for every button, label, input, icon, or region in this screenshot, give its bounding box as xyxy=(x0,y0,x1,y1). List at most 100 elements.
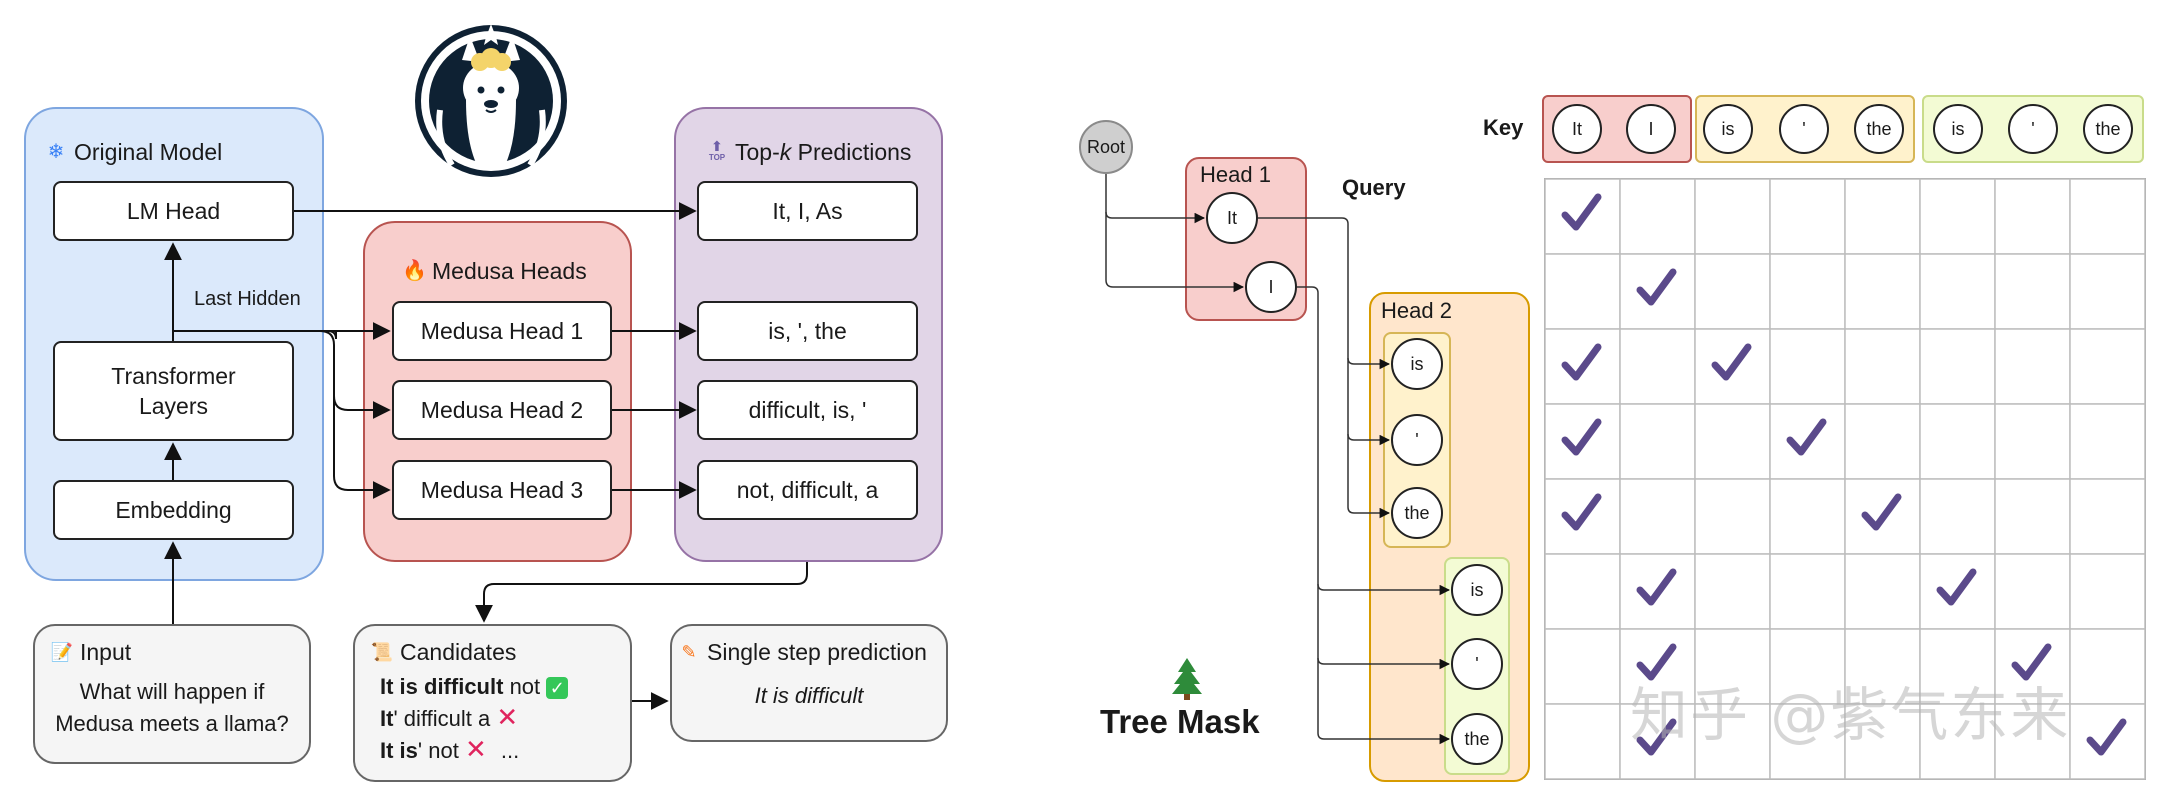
mask-cell-r3-c5 xyxy=(1844,328,1921,405)
mask-cell-r2-c7 xyxy=(1994,253,2071,330)
mask-cell-r6-c5 xyxy=(1844,553,1921,630)
check-icon xyxy=(1636,268,1677,306)
memo-icon: 📝 xyxy=(50,642,74,662)
mask-cell-r1-c4 xyxy=(1769,178,1846,255)
mask-cell-r2-c1 xyxy=(1544,253,1621,330)
mask-cell-r3-c2 xyxy=(1619,328,1696,405)
tree-mask-label: Tree Mask xyxy=(1100,703,1260,740)
mask-cell-r5-c5 xyxy=(1844,478,1921,555)
check-icon xyxy=(1561,193,1602,231)
check-icon xyxy=(1636,568,1677,606)
medusa-head-2-box: Medusa Head 2 xyxy=(392,380,612,440)
mask-cell-r5-c7 xyxy=(1994,478,2071,555)
check-icon xyxy=(1561,343,1602,381)
arrow-topk-to-candidates xyxy=(475,562,808,623)
head2-title: Head 2 xyxy=(1381,298,1452,323)
medusa-head-2-label: Medusa Head 2 xyxy=(420,397,584,423)
check-icon: ✓ xyxy=(546,677,569,700)
mask-cell-r1-c1 xyxy=(1544,178,1621,255)
head2-node-the-1: the xyxy=(1391,487,1443,539)
lm-head-label: LM Head xyxy=(126,198,221,224)
head2-node-is-1: is xyxy=(1391,338,1443,390)
root-label: Root xyxy=(1086,136,1126,157)
candidates-title: 📜 Candidates xyxy=(370,636,517,668)
input-title: 📝 Input xyxy=(50,636,131,668)
input-text-line1: What will happen if xyxy=(79,679,265,704)
snowflake-icon: ❄ xyxy=(47,141,65,163)
mask-cell-r4-c8 xyxy=(2069,403,2146,480)
mask-cell-r6-c4 xyxy=(1769,553,1846,630)
pencil-icon: ✎ xyxy=(681,642,697,662)
medusa-head-3-box: Medusa Head 3 xyxy=(392,460,612,520)
single-step-text: It is difficult xyxy=(754,683,864,708)
mask-cell-r3-c4 xyxy=(1769,328,1846,405)
mask-cell-r2-c6 xyxy=(1919,253,1996,330)
check-icon xyxy=(1561,418,1602,456)
check-icon xyxy=(1786,418,1827,456)
topk-row-3-text: difficult, is, ' xyxy=(748,397,867,423)
tree-icon xyxy=(1164,654,1210,700)
key-token-2: I xyxy=(1626,104,1676,154)
medusa-head-1-box: Medusa Head 1 xyxy=(392,301,612,361)
check-icon xyxy=(1711,343,1752,381)
mask-cell-r5-c3 xyxy=(1694,478,1771,555)
key-token-6: is xyxy=(1933,104,1983,154)
single-step-title: ✎ Single step prediction xyxy=(677,636,927,668)
head2-node-is-2: is xyxy=(1451,564,1503,616)
mask-cell-r4-c2 xyxy=(1619,403,1696,480)
key-token-1: It xyxy=(1552,104,1602,154)
mask-cell-r1-c5 xyxy=(1844,178,1921,255)
key-token-8: the xyxy=(2083,104,2133,154)
head1-node-it: It xyxy=(1206,192,1258,244)
candidate-1: It is difficult not ✓ xyxy=(380,672,569,702)
candidates-panel xyxy=(353,624,632,782)
mask-cell-r2-c3 xyxy=(1694,253,1771,330)
topk-row-2-text: is, ', the xyxy=(768,318,847,344)
mask-cell-r1-c2 xyxy=(1619,178,1696,255)
mask-cell-r6-c6 xyxy=(1919,553,1996,630)
query-label: Query xyxy=(1342,175,1406,200)
mask-cell-r2-c8 xyxy=(2069,253,2146,330)
cross-icon: ✕ xyxy=(496,702,519,732)
check-icon xyxy=(1861,493,1902,531)
head2-node-the-2: the xyxy=(1451,713,1503,765)
topk-title-text: Top-k Predictions xyxy=(735,138,912,165)
original-model-title-text: Original Model xyxy=(74,138,223,165)
mask-cell-r5-c1 xyxy=(1544,478,1621,555)
mask-cell-r8-c1 xyxy=(1544,703,1621,780)
head1-node-i: I xyxy=(1245,261,1297,313)
input-text: What will happen if Medusa meets a llama… xyxy=(33,676,311,740)
transformer-layers-box: Transformer Layers xyxy=(53,341,294,441)
medusa-head-1-label: Medusa Head 1 xyxy=(420,318,584,344)
mask-cell-r1-c6 xyxy=(1919,178,1996,255)
mask-cell-r6-c3 xyxy=(1694,553,1771,630)
mask-cell-r4-c4 xyxy=(1769,403,1846,480)
mask-cell-r6-c1 xyxy=(1544,553,1621,630)
original-model-title: ❄ Original Model xyxy=(44,136,223,168)
embedding-label: Embedding xyxy=(115,497,232,523)
mask-cell-r6-c7 xyxy=(1994,553,2071,630)
topk-row-4: not, difficult, a xyxy=(697,460,918,520)
key-token-5: the xyxy=(1854,104,1904,154)
root-node: Root xyxy=(1079,120,1133,174)
mask-cell-r1-c7 xyxy=(1994,178,2071,255)
mask-cell-r1-c3 xyxy=(1694,178,1771,255)
topk-predictions-title: ⬆TOP Top-k Predictions xyxy=(705,136,912,168)
mask-cell-r5-c2 xyxy=(1619,478,1696,555)
input-title-text: Input xyxy=(80,638,132,665)
mask-cell-r5-c4 xyxy=(1769,478,1846,555)
lm-head-box: LM Head xyxy=(53,181,294,241)
cross-icon: ✕ xyxy=(464,734,487,764)
mask-cell-r4-c3 xyxy=(1694,403,1771,480)
mask-cell-r3-c3 xyxy=(1694,328,1771,405)
topk-row-3: difficult, is, ' xyxy=(697,380,918,440)
single-step-title-text: Single step prediction xyxy=(707,638,927,665)
top-arrow-icon: ⬆TOP xyxy=(708,138,726,162)
candidates-title-text: Candidates xyxy=(400,638,517,665)
fire-icon: 🔥 xyxy=(402,260,427,282)
single-step-panel xyxy=(670,624,948,742)
mask-cell-r4-c1 xyxy=(1544,403,1621,480)
head2-node-apos-2: ' xyxy=(1451,638,1503,690)
key-token-4: ' xyxy=(1779,104,1829,154)
head1-title: Head 1 xyxy=(1200,162,1271,187)
